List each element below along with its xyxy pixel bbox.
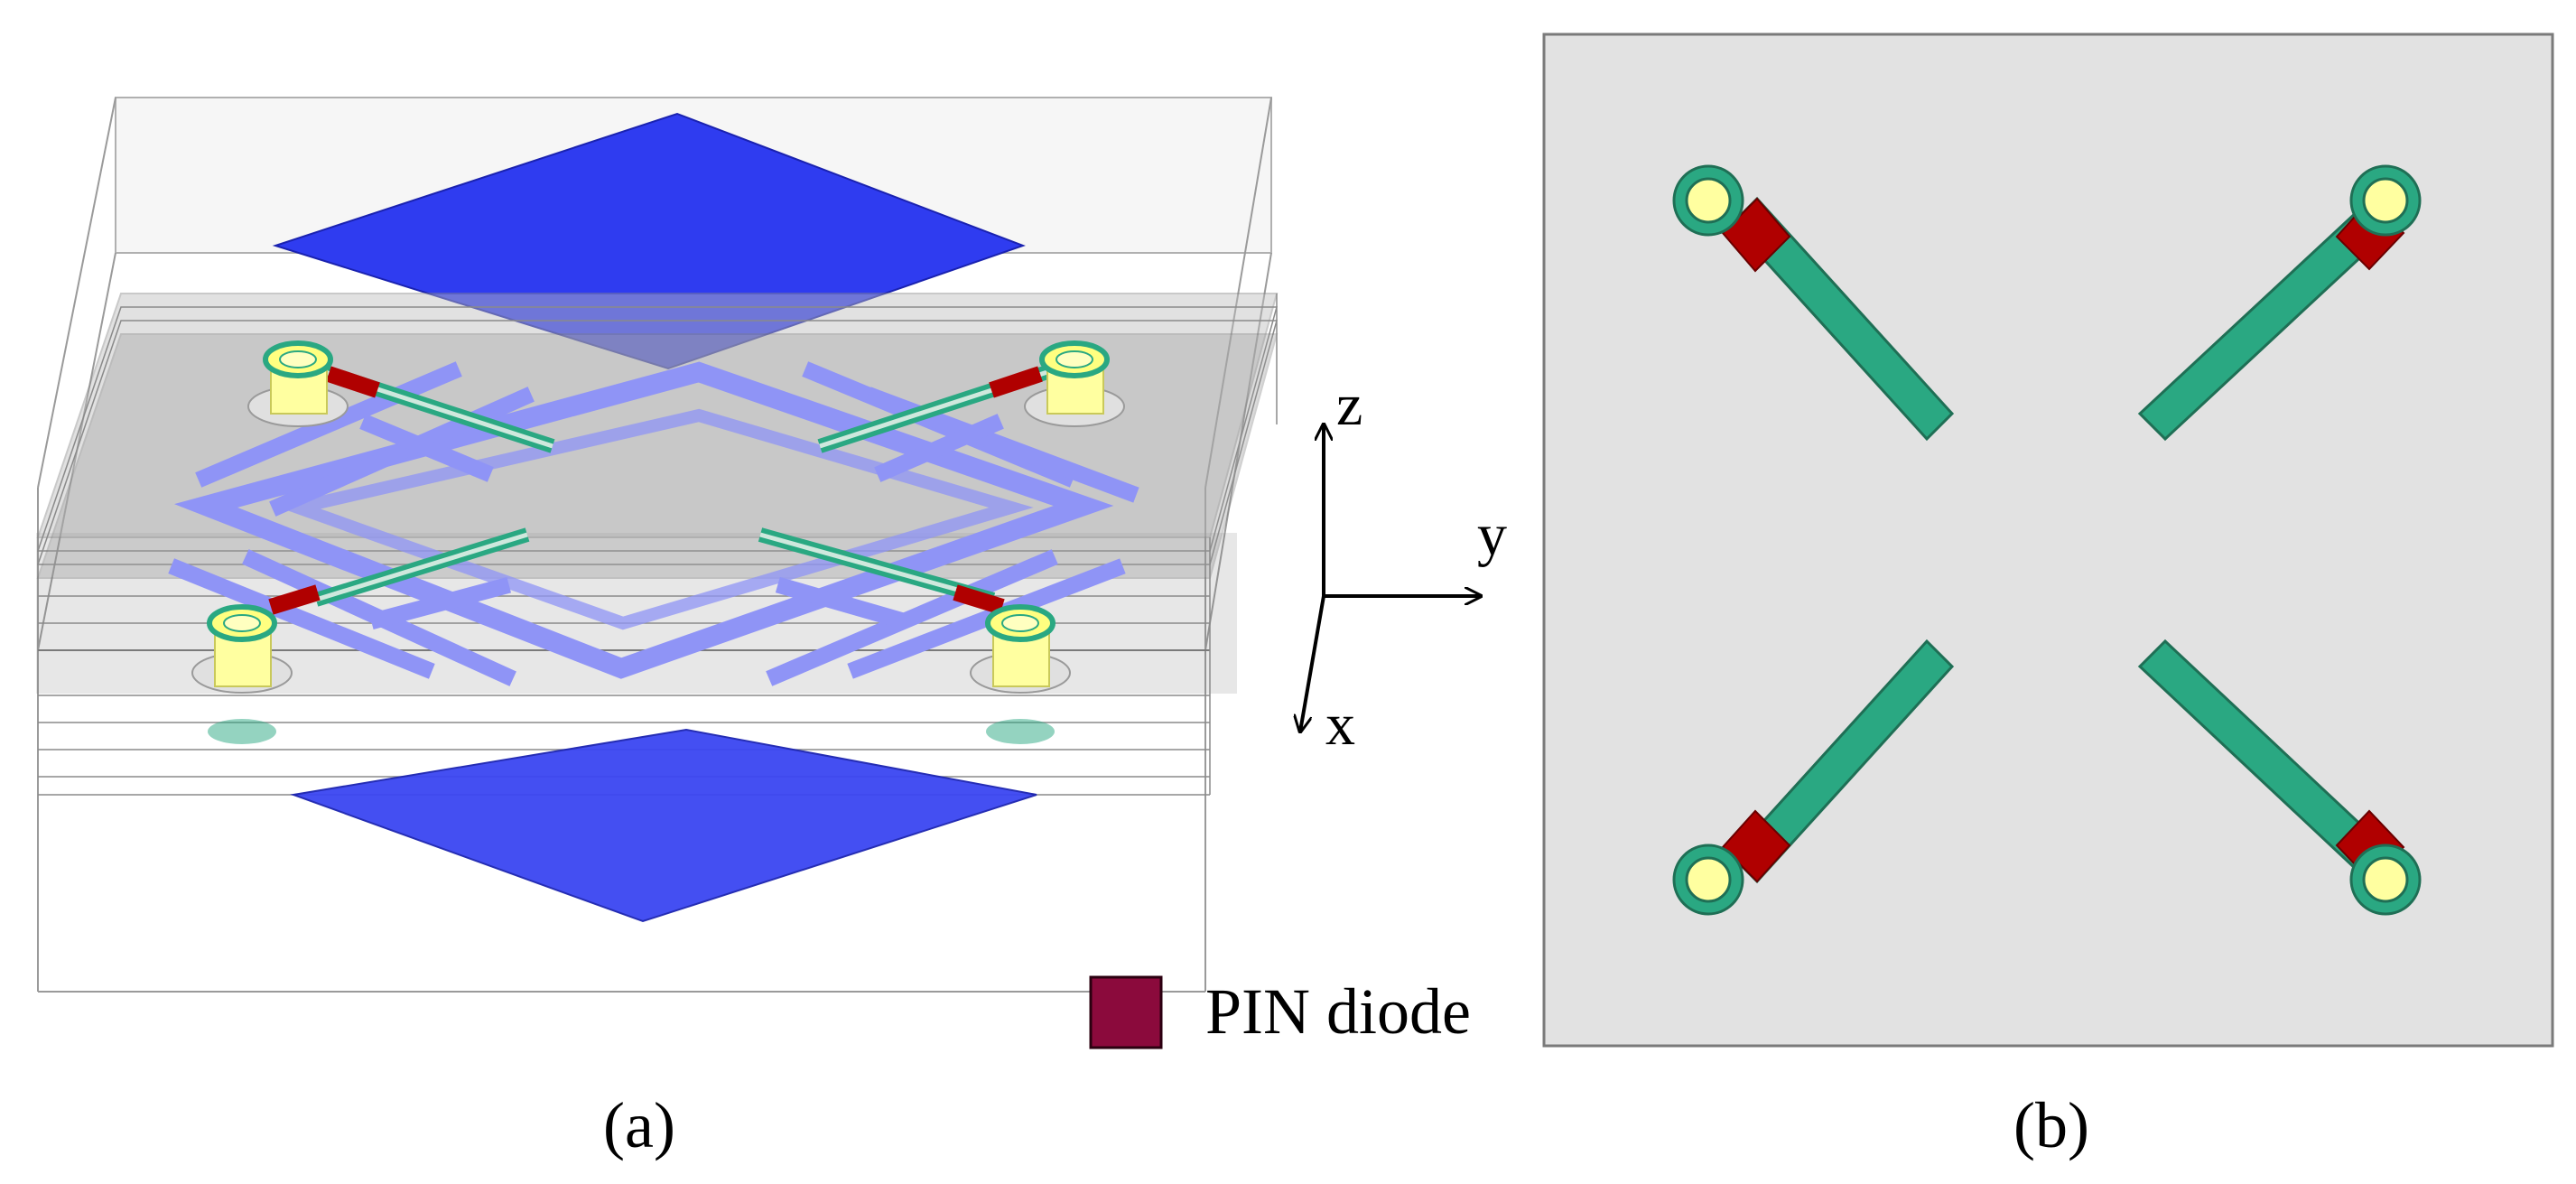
pin-diodes-3d bbox=[268, 366, 1043, 615]
legend-label: PIN diode bbox=[1205, 975, 1471, 1048]
panel-a-3d-view: PIN diode z y x (a) bbox=[36, 97, 1507, 1161]
feed-lines-b bbox=[1729, 196, 2399, 886]
axis-arrow-icon bbox=[1300, 595, 1325, 732]
via-pad-icon bbox=[2349, 844, 2422, 916]
axis-label-y: y bbox=[1477, 502, 1507, 568]
via-pad-icon bbox=[1672, 164, 1744, 237]
via-pad-icon bbox=[191, 604, 293, 744]
via-pad-icon bbox=[970, 604, 1071, 744]
pin-diode-swatch-icon bbox=[1089, 975, 1163, 1049]
corner-slot-arms bbox=[168, 361, 1139, 686]
axis-label-z: z bbox=[1336, 372, 1362, 438]
panel-b-top-view: (b) bbox=[1542, 33, 2554, 1161]
via-pad-icon bbox=[247, 340, 349, 427]
via-pad-icon bbox=[1024, 340, 1125, 427]
legend: PIN diode bbox=[1089, 975, 1471, 1049]
bottom-blue-patch bbox=[290, 728, 1037, 923]
via-pad-icon bbox=[1672, 844, 1744, 916]
caption-a: (a) bbox=[603, 1089, 675, 1161]
via-pads-3d bbox=[191, 340, 1125, 744]
via-pads-b bbox=[1672, 164, 2422, 916]
caption-b: (b) bbox=[2013, 1089, 2089, 1161]
axis-label-x: x bbox=[1325, 692, 1355, 758]
via-pad-icon bbox=[2349, 164, 2422, 237]
top-blue-patch bbox=[272, 112, 1026, 370]
axis-triad bbox=[1300, 424, 1481, 732]
